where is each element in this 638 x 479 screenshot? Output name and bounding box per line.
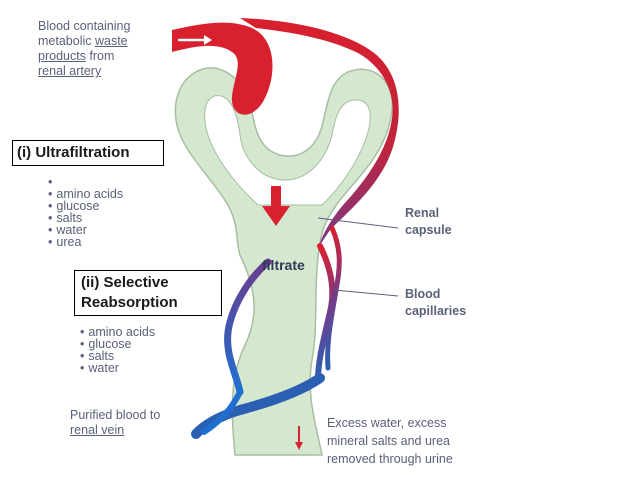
renal-capsule-line1: Renal <box>405 206 440 220</box>
efferent-arteriole-arch <box>240 18 399 248</box>
selective-reabsorption-title-box: (ii) Selective Reabsorption <box>74 270 222 316</box>
renal-vein-branch <box>201 389 243 435</box>
excess-line2: mineral salts and urea <box>327 434 450 448</box>
filtration-arrow <box>262 186 290 226</box>
excess-line1: Excess water, excess <box>327 416 447 430</box>
urine-description-label: Excess water, excess mineral salts and u… <box>327 414 453 468</box>
ultrafiltration-item-text: glucose <box>56 199 100 213</box>
filtrate-text: filtrate <box>262 257 305 273</box>
ultrafiltration-list: ••amino acids•glucose•salts•water•urea <box>48 175 124 249</box>
selective-reabsorption-item-text: salts <box>88 349 115 363</box>
ultrafiltration-item-text: water <box>56 223 87 237</box>
bullet-icon: • <box>48 223 53 237</box>
ultrafiltration-item: •amino acids <box>48 187 124 201</box>
urine-flow-arrow <box>295 426 303 450</box>
blood-in-line2a: metabolic <box>38 34 95 48</box>
bullet-icon: • <box>48 175 53 189</box>
bullet-icon: • <box>80 337 85 351</box>
purified-blood-label: Purified blood to renal vein <box>70 408 160 438</box>
ultrafiltration-item: •urea <box>48 235 123 249</box>
selective-title-line1: (ii) Selective <box>81 274 169 291</box>
renal-capsule-leader-line <box>317 217 399 229</box>
bullet-icon: • <box>48 211 53 225</box>
ultrafiltration-item: • <box>48 175 123 189</box>
renal-capsule-line2: capsule <box>405 223 452 237</box>
ultrafiltration-title: (i) Ultrafiltration <box>17 144 130 161</box>
bullet-icon: • <box>80 361 85 375</box>
blood-in-line2: metabolic waste <box>38 34 130 49</box>
selective-reabsorption-item-text: glucose <box>88 337 132 351</box>
renal-vein <box>191 373 325 439</box>
selective-reabsorption-item: •glucose <box>80 337 155 351</box>
blood-capillaries-line1: Blood <box>405 287 441 301</box>
bullet-icon: • <box>80 349 85 363</box>
blood-capillaries-label: Blood capillaries <box>405 286 466 320</box>
bullet-icon: • <box>48 199 53 213</box>
selective-title-line2: Reabsorption <box>81 294 178 311</box>
selective-reabsorption-item: •amino acids <box>80 325 156 339</box>
capsule-inner-cavity <box>204 95 371 206</box>
afferent-arteriole-loop <box>172 22 273 115</box>
ultrafiltration-title-box: (i) Ultrafiltration <box>12 140 164 166</box>
blood-capillary-left <box>224 258 272 396</box>
excess-line3: removed through urine <box>327 452 453 466</box>
blood-capillaries-leader-line <box>333 289 399 297</box>
selective-reabsorption-list: •amino acids•glucose•salts•water <box>80 325 156 375</box>
bullet-icon: • <box>80 325 85 339</box>
purified-line1: Purified blood to <box>70 408 161 422</box>
blood-in-label: Blood containing metabolic waste product… <box>38 19 130 79</box>
selective-reabsorption-item-text: water <box>88 361 119 375</box>
ultrafiltration-item-text: salts <box>56 211 83 225</box>
blood-in-line3b: from <box>85 49 115 63</box>
bullet-icon: • <box>48 235 53 249</box>
blood-in-line4: renal artery <box>38 64 102 78</box>
bullet-icon: • <box>48 187 53 201</box>
blood-in-line3a: products <box>38 49 86 63</box>
ultrafiltration-item-text: urea <box>56 235 82 249</box>
artery-flow-arrow <box>178 35 212 45</box>
blood-in-line3: products from <box>38 49 130 64</box>
blood-in-line1: Blood containing <box>38 19 131 33</box>
ultrafiltration-item-text: amino acids <box>56 187 124 201</box>
purified-line2: renal vein <box>70 423 125 437</box>
renal-capsule-label: Renal capsule <box>405 205 452 239</box>
selective-reabsorption-item: •water <box>80 361 155 375</box>
blood-capillaries-line2: capillaries <box>405 304 467 318</box>
ultrafiltration-item: •water <box>48 223 123 237</box>
filtrate-label: filtrate <box>262 258 305 273</box>
selective-reabsorption-item: •salts <box>80 349 155 363</box>
ultrafiltration-item: •salts <box>48 211 123 225</box>
blood-in-line2b: waste <box>94 34 128 48</box>
selective-reabsorption-item-text: amino acids <box>88 325 156 339</box>
ultrafiltration-item: •glucose <box>48 199 123 213</box>
